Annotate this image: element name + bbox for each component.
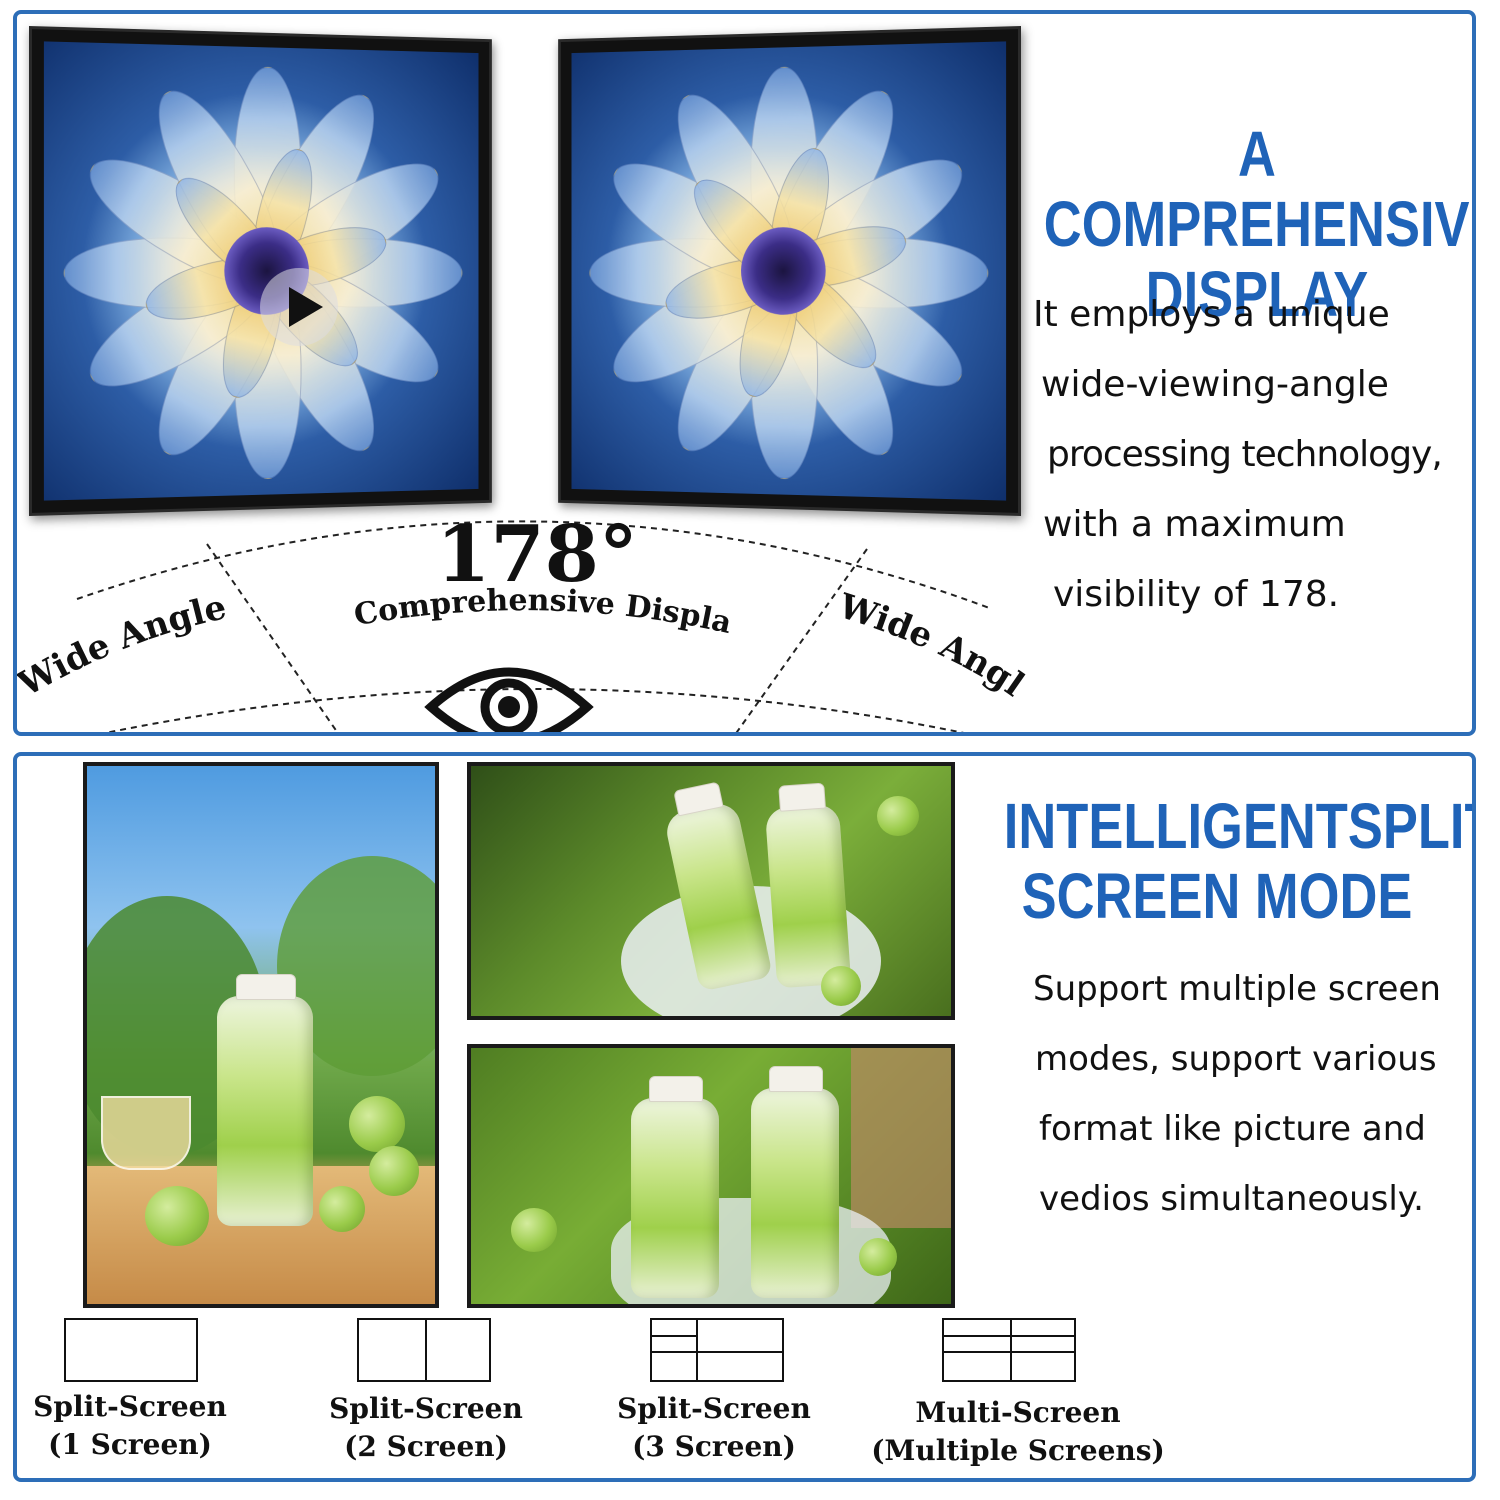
play-icon[interactable]: [260, 268, 338, 346]
bottom-desc-line-4: vedios simultaneously.: [1039, 1179, 1424, 1219]
split-1-screen-icon[interactable]: [64, 1318, 198, 1382]
angle-value: 178°: [436, 509, 638, 600]
top-headline-line1: A COMPREHENSIVE: [1043, 118, 1476, 260]
top-headline: A COMPREHENSIVE DISPLAY: [1043, 118, 1476, 330]
split-3-screen-icon[interactable]: [650, 1318, 784, 1382]
top-headline-line2: DISPLAY: [1145, 258, 1369, 330]
svg-text:Wide Angle: Wide Angle: [17, 587, 230, 705]
bottom-headline: INTELLIGENTSPLIT- SCREEN MODE: [1003, 790, 1476, 932]
viewing-angle-diagram: 178° A Comprehensive Display Wide Angle …: [17, 469, 1027, 732]
portrait-drink-photo: [83, 762, 439, 1308]
top-desc-line-5: visibility of 178.: [1053, 574, 1340, 615]
bottom-desc-line-3: format like picture and: [1039, 1109, 1426, 1149]
split-3-screen-label: Split-Screen (3 Screen): [617, 1392, 811, 1463]
bottom-headline-line2: SCREEN MODE: [1021, 860, 1413, 932]
top-desc-line-1: It employs a unique: [1033, 294, 1390, 335]
eye-icon: [424, 667, 594, 732]
wide-angle-left-label: Wide Angle: [17, 587, 230, 705]
flower-image-right: [571, 41, 1007, 501]
bottom-headline-line1: INTELLIGENTSPLIT-: [1003, 790, 1476, 862]
top-desc-line-3: processing technology,: [1047, 434, 1443, 475]
bottom-desc-line-2: modes, support various: [1035, 1039, 1437, 1079]
top-desc-line-2: wide-viewing-angle: [1041, 364, 1389, 405]
multi-screen-label: Multi-Screen (Multiple Screens): [871, 1396, 1165, 1467]
split-2-screen-icon[interactable]: [357, 1318, 491, 1382]
right-monitor: [558, 26, 1021, 516]
landscape-drink-photo-top: [467, 762, 955, 1020]
landscape-drink-photo-bottom: [467, 1044, 955, 1308]
split-screen-panel: INTELLIGENTSPLIT- SCREEN MODE Support mu…: [13, 752, 1476, 1482]
split-1-screen-label: Split-Screen (1 Screen): [33, 1390, 227, 1461]
bottom-desc-line-1: Support multiple screen: [1033, 969, 1441, 1009]
split-2-screen-label: Split-Screen (2 Screen): [329, 1392, 523, 1463]
wide-angle-panel: 178° A Comprehensive Display Wide Angle …: [13, 10, 1476, 736]
top-desc-line-4: with a maximum: [1043, 504, 1346, 545]
multi-screen-icon[interactable]: [942, 1318, 1076, 1382]
left-monitor: [29, 26, 492, 516]
flower-image-left: [43, 41, 479, 501]
